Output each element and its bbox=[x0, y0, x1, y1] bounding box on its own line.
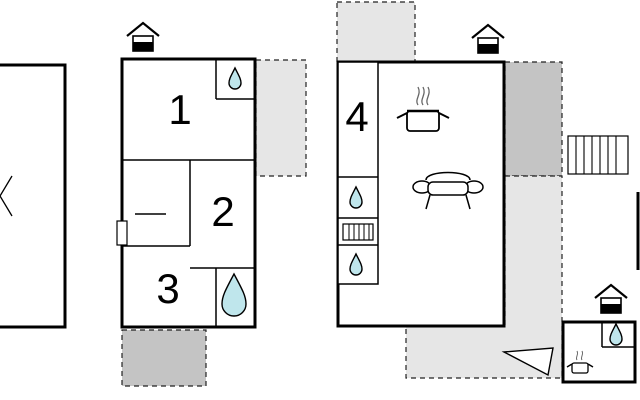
building-a bbox=[0, 63, 67, 329]
building-b: 1 2 3 bbox=[116, 57, 257, 329]
building-c: 4 bbox=[336, 60, 506, 328]
terrace-area-right bbox=[504, 61, 563, 177]
room-number-4: 4 bbox=[345, 93, 368, 140]
cooking-pot-icon bbox=[396, 86, 450, 132]
water-drop-icon bbox=[221, 272, 247, 317]
house-entrance-icon bbox=[126, 21, 160, 52]
terrace-area-left-top bbox=[255, 59, 307, 177]
radiator-icon bbox=[342, 223, 374, 241]
room-number-1: 1 bbox=[168, 86, 191, 133]
room-number-2: 2 bbox=[211, 188, 234, 235]
kitchen-counter bbox=[337, 61, 379, 285]
window-marker bbox=[116, 220, 128, 246]
terrace-area-left-bottom bbox=[121, 329, 207, 387]
water-drop-icon bbox=[349, 252, 363, 276]
water-drop-icon bbox=[609, 322, 623, 346]
room-number-3: 3 bbox=[156, 265, 179, 312]
water-drop-icon bbox=[349, 185, 363, 209]
water-drop-icon bbox=[228, 66, 242, 90]
building-e bbox=[561, 320, 637, 384]
house-entrance-icon bbox=[594, 283, 628, 314]
house-entrance-icon bbox=[471, 23, 505, 54]
door-swing-mark bbox=[0, 175, 13, 217]
stairs-icon bbox=[567, 135, 629, 175]
terrace-area-top bbox=[336, 1, 416, 63]
building-e-wall bbox=[561, 320, 637, 384]
cooking-pot-icon bbox=[566, 350, 594, 374]
door-arrow-icon bbox=[501, 347, 554, 377]
building-a-wall bbox=[0, 63, 67, 329]
sofa-icon bbox=[412, 171, 484, 210]
